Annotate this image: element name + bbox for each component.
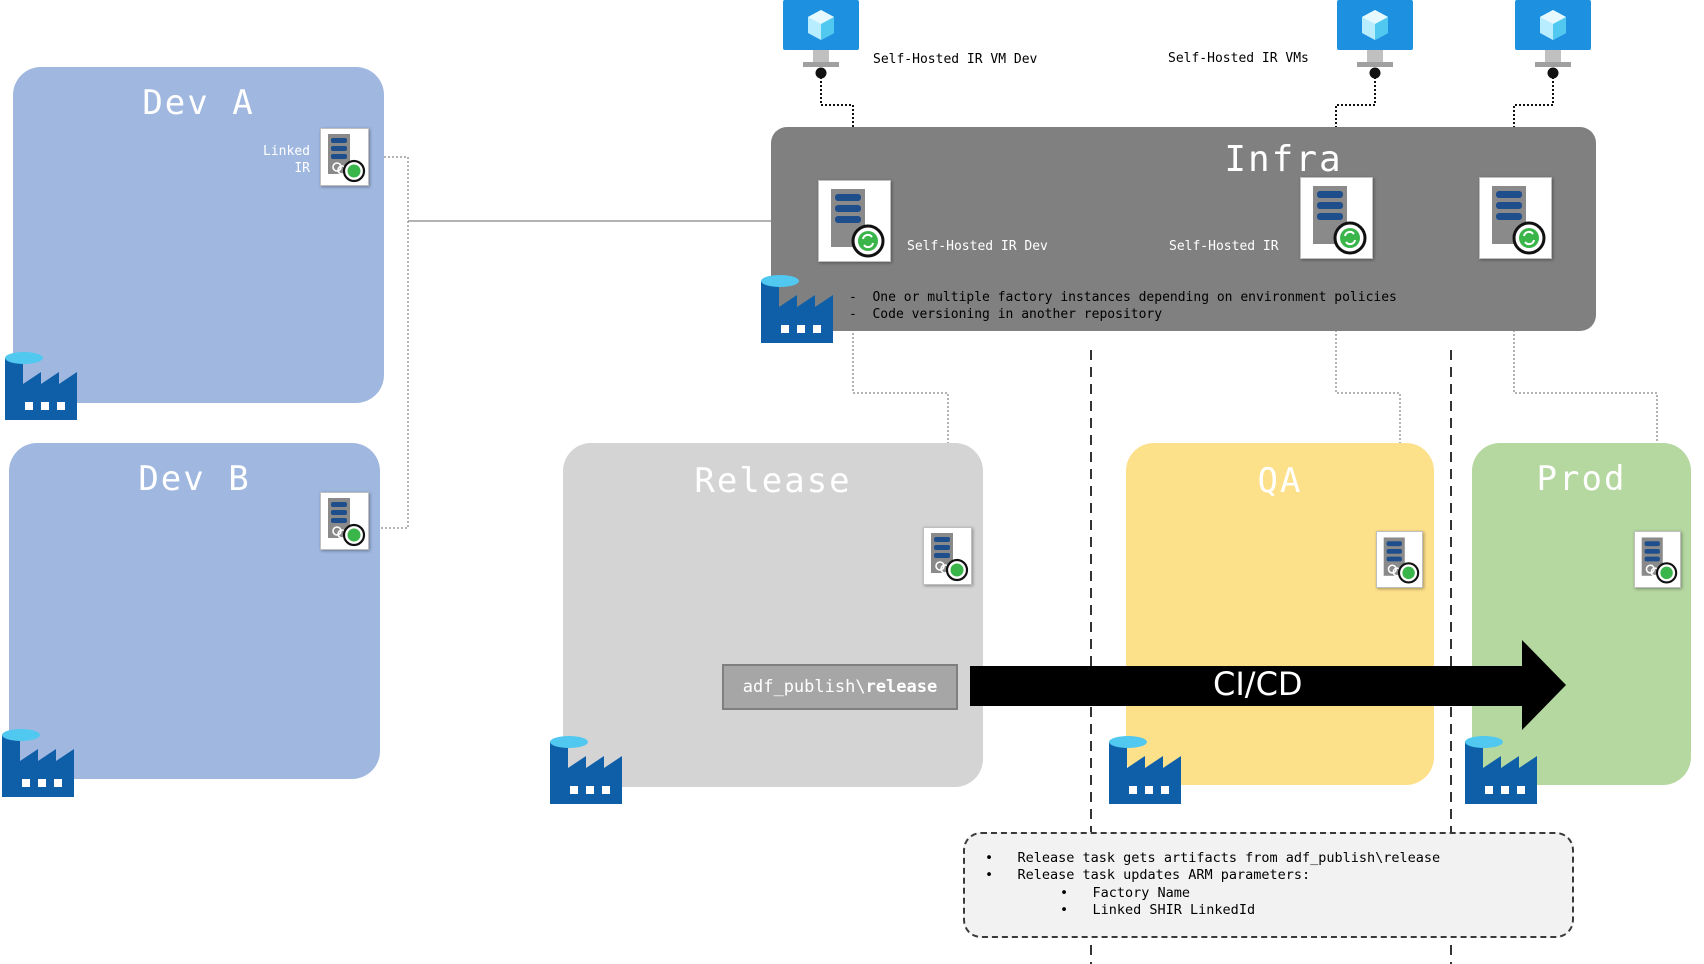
vms-label: Self-Hosted IR VMs [1168, 51, 1309, 66]
linked-ir-icon [320, 492, 369, 550]
data-factory-icon [1463, 734, 1539, 808]
linked-ir-icon [1634, 531, 1681, 588]
cicd-arrow [970, 640, 1566, 730]
linked-ir-icon [320, 128, 369, 186]
note-item-1: • Release task gets artifacts from adf_p… [985, 850, 1441, 866]
prod-environment: Prod [1472, 443, 1691, 785]
linked-ir-icon [1376, 531, 1423, 588]
note-item-1-text: Release task gets artifacts from adf_pub… [1017, 850, 1441, 866]
note-sub-item-2: • Linked SHIR LinkedId [1060, 902, 1256, 918]
note-sub-item-1: • Factory Name [1060, 885, 1191, 901]
note-item-2: • Release task updates ARM parameters: [985, 867, 1311, 883]
note-sub-item-2-text: Linked SHIR LinkedId [1092, 902, 1256, 918]
data-factory-icon [759, 273, 835, 347]
data-factory-icon [1107, 734, 1183, 808]
note-item-2-text: Release task updates ARM parameters: [1017, 867, 1311, 883]
data-factory-icon [548, 734, 624, 808]
linked-ir-label-line-2: IR [294, 161, 310, 176]
infra-environment: Infra Self-Hosted IR Dev Self-Hosted IR … [771, 127, 1596, 331]
data-factory-icon [3, 350, 79, 424]
release-environment: Release [563, 443, 983, 787]
publish-branch-prefix: adf_publish\ [742, 677, 866, 697]
prod-title: Prod [1536, 459, 1627, 499]
self-hosted-ir-icon [1300, 177, 1373, 259]
vm-dev-label: Self-Hosted IR VM Dev [873, 52, 1038, 67]
dev-a-environment: Dev A Linked IR [13, 67, 384, 403]
infra-title: Infra [1224, 139, 1343, 180]
infra-bullet-1: - One or multiple factory instances depe… [849, 290, 1397, 305]
dev-b-environment: Dev B [9, 443, 380, 779]
self-hosted-ir-icon [818, 180, 891, 262]
release-notes-box: • Release task gets artifacts from adf_p… [963, 832, 1574, 938]
azure-vm-icon [1337, 0, 1413, 72]
cicd-label: CI/CD [1213, 665, 1303, 703]
dev-a-title: Dev A [142, 83, 255, 123]
azure-vm-icon [1515, 0, 1591, 72]
shir-label: Self-Hosted IR [1169, 239, 1279, 254]
publish-branch-name: release [865, 677, 938, 697]
shir-dev-label: Self-Hosted IR Dev [907, 239, 1048, 254]
infra-bullet-1-text: One or multiple factory instances depend… [872, 290, 1397, 305]
linked-ir-label: Linked IR [263, 143, 310, 177]
data-factory-icon [0, 727, 76, 801]
dev-b-title: Dev B [138, 459, 251, 499]
publish-branch-box: adf_publish\release [722, 664, 958, 710]
linked-ir-label-line-1: Linked [263, 144, 310, 159]
qa-environment: QA [1126, 443, 1434, 785]
note-sub-item-1-text: Factory Name [1092, 885, 1191, 901]
infra-bullet-2: - Code versioning in another repository [849, 307, 1163, 322]
qa-title: QA [1257, 461, 1303, 501]
infra-bullet-2-text: Code versioning in another repository [872, 307, 1163, 322]
azure-vm-icon [783, 0, 859, 72]
release-title: Release [694, 461, 852, 501]
self-hosted-ir-icon [1479, 177, 1552, 259]
linked-ir-icon [923, 527, 972, 585]
